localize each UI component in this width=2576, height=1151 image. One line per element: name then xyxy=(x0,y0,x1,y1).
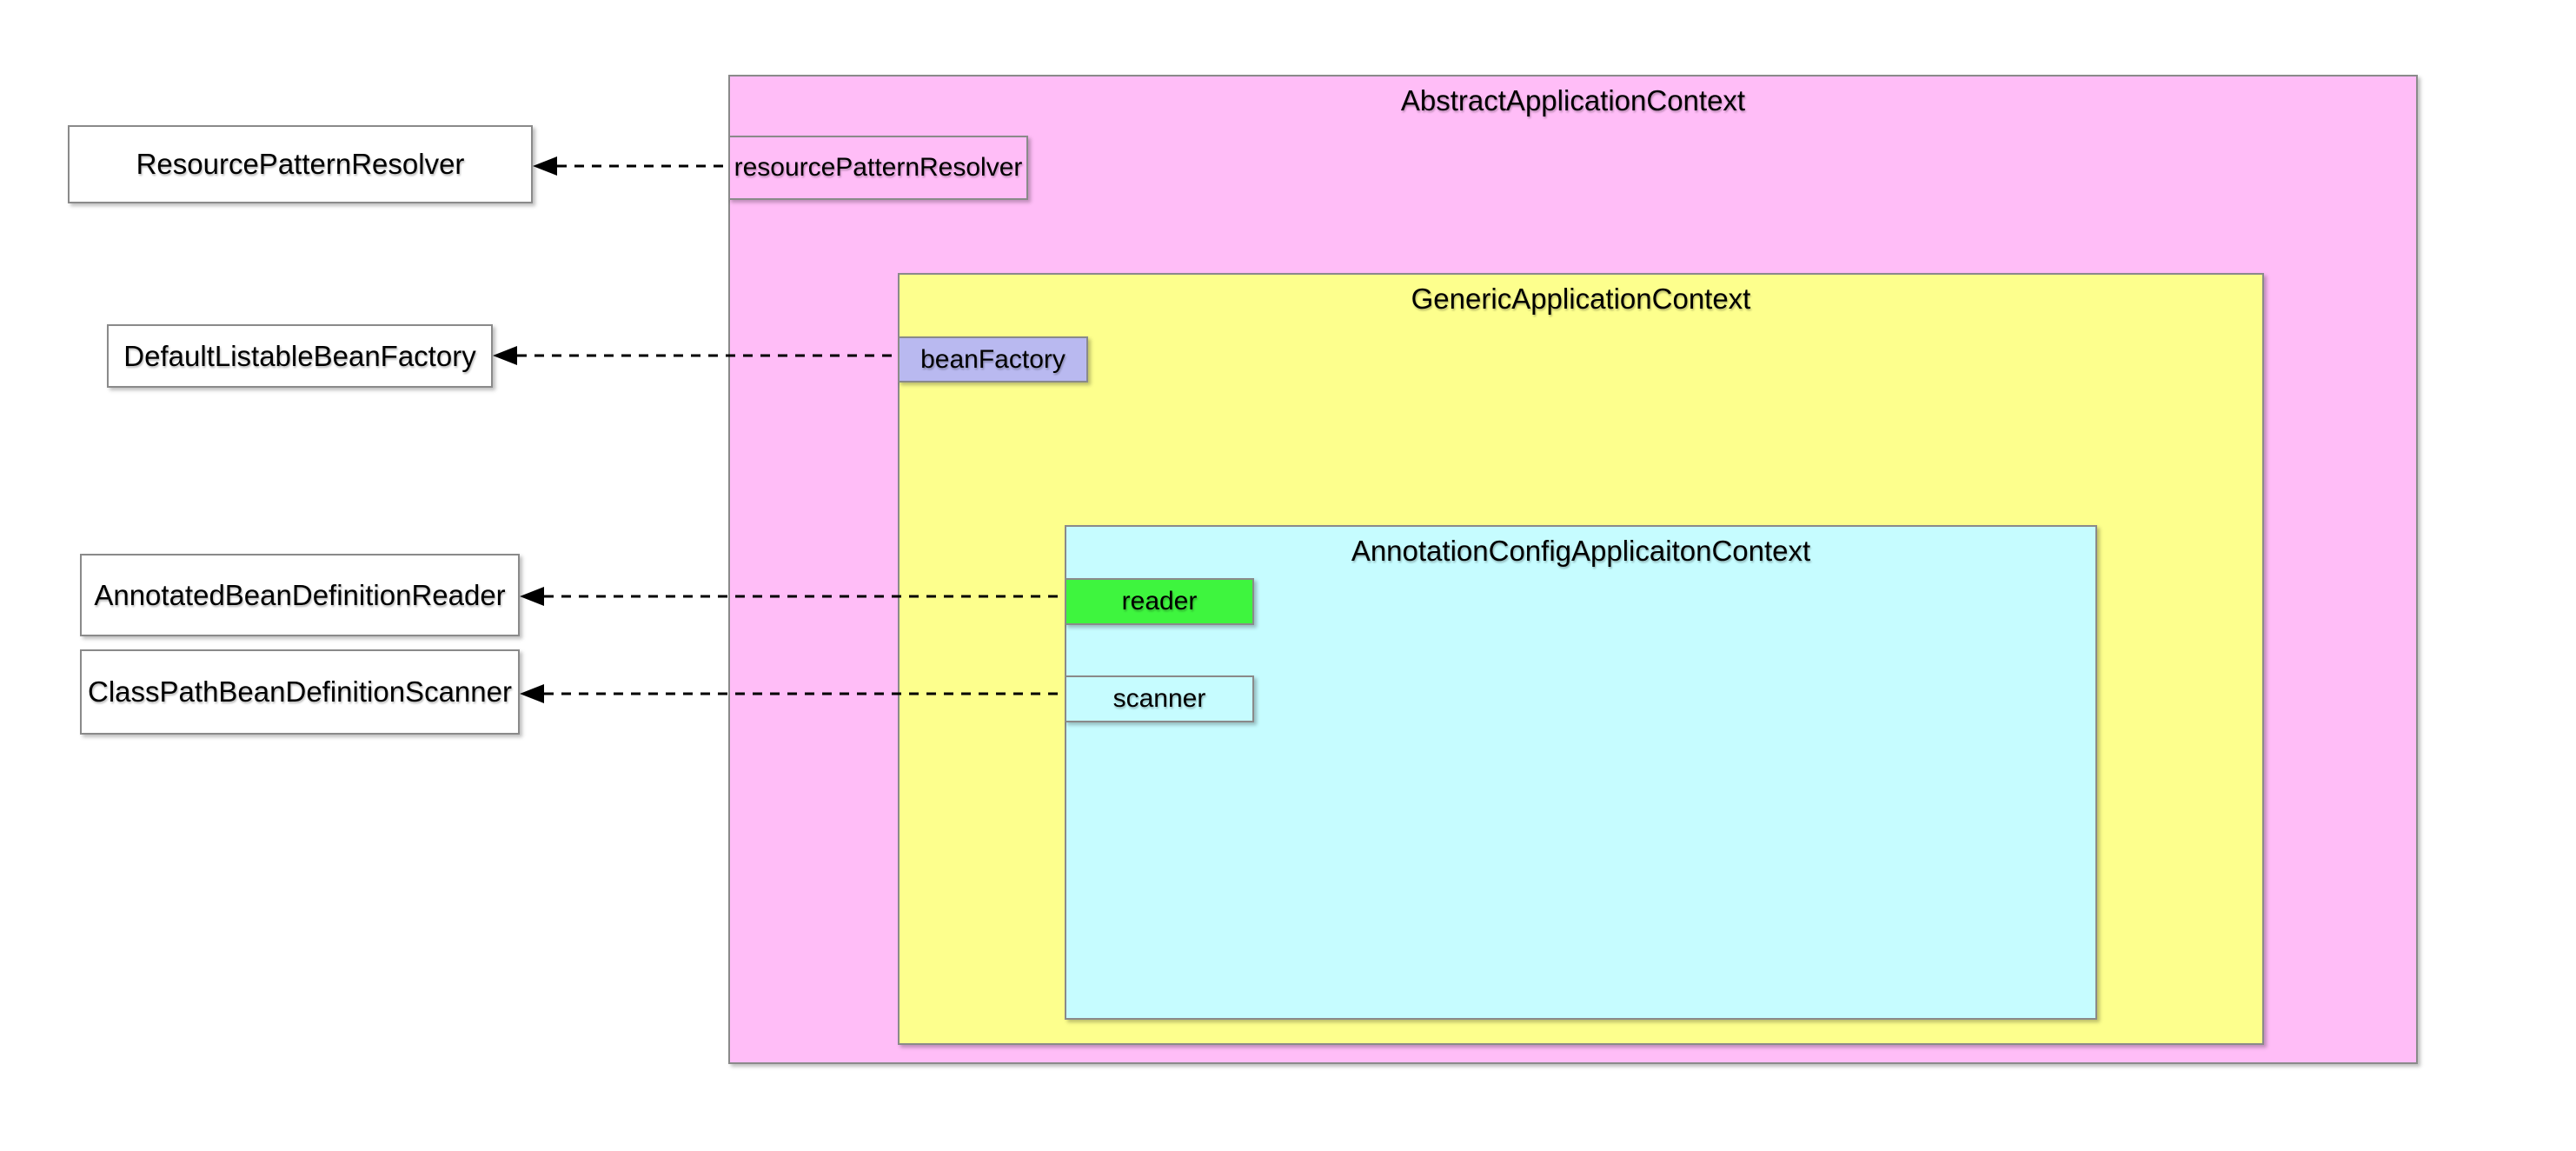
class-label: AnnotatedBeanDefinitionReader xyxy=(94,578,506,611)
container-annotation-config-application-context: AnnotationConfigApplicaitonContext reade… xyxy=(1065,525,2097,1020)
class-label: DefaultListableBeanFactory xyxy=(123,339,476,372)
arrow-head xyxy=(520,587,544,606)
class-box-default-listable-bean-factory: DefaultListableBeanFactory xyxy=(107,324,493,388)
arrow-resourcePatternResolver-to-ResourcePatternResolver xyxy=(533,156,728,176)
arrow-head xyxy=(520,684,544,703)
container-title: AbstractApplicationContext xyxy=(1400,84,1746,116)
container-generic-application-context: GenericApplicationContext beanFactory An… xyxy=(898,273,2264,1045)
field-label: beanFactory xyxy=(920,344,1066,374)
container-abstract-application-context: AbstractApplicationContext resourcePatte… xyxy=(728,75,2418,1064)
arrow-head xyxy=(493,346,517,365)
class-box-annotated-bean-definition-reader: AnnotatedBeanDefinitionReader xyxy=(80,554,520,636)
field-box-reader: reader xyxy=(1065,578,1254,625)
field-box-bean-factory: beanFactory xyxy=(898,336,1088,383)
field-box-scanner: scanner xyxy=(1065,675,1254,722)
field-box-resource-pattern-resolver: resourcePatternResolver xyxy=(728,136,1028,200)
container-title: GenericApplicationContext xyxy=(1411,283,1751,315)
class-box-class-path-bean-definition-scanner: ClassPathBeanDefinitionScanner xyxy=(80,649,520,735)
arrow-head xyxy=(533,156,557,176)
class-box-resource-pattern-resolver: ResourcePatternResolver xyxy=(68,125,533,203)
container-title: AnnotationConfigApplicaitonContext xyxy=(1351,535,1811,567)
class-label: ClassPathBeanDefinitionScanner xyxy=(88,675,512,708)
field-label: reader xyxy=(1121,587,1198,615)
class-label: ResourcePatternResolver xyxy=(136,148,465,180)
field-label: resourcePatternResolver xyxy=(734,153,1023,182)
field-label: scanner xyxy=(1112,684,1206,713)
